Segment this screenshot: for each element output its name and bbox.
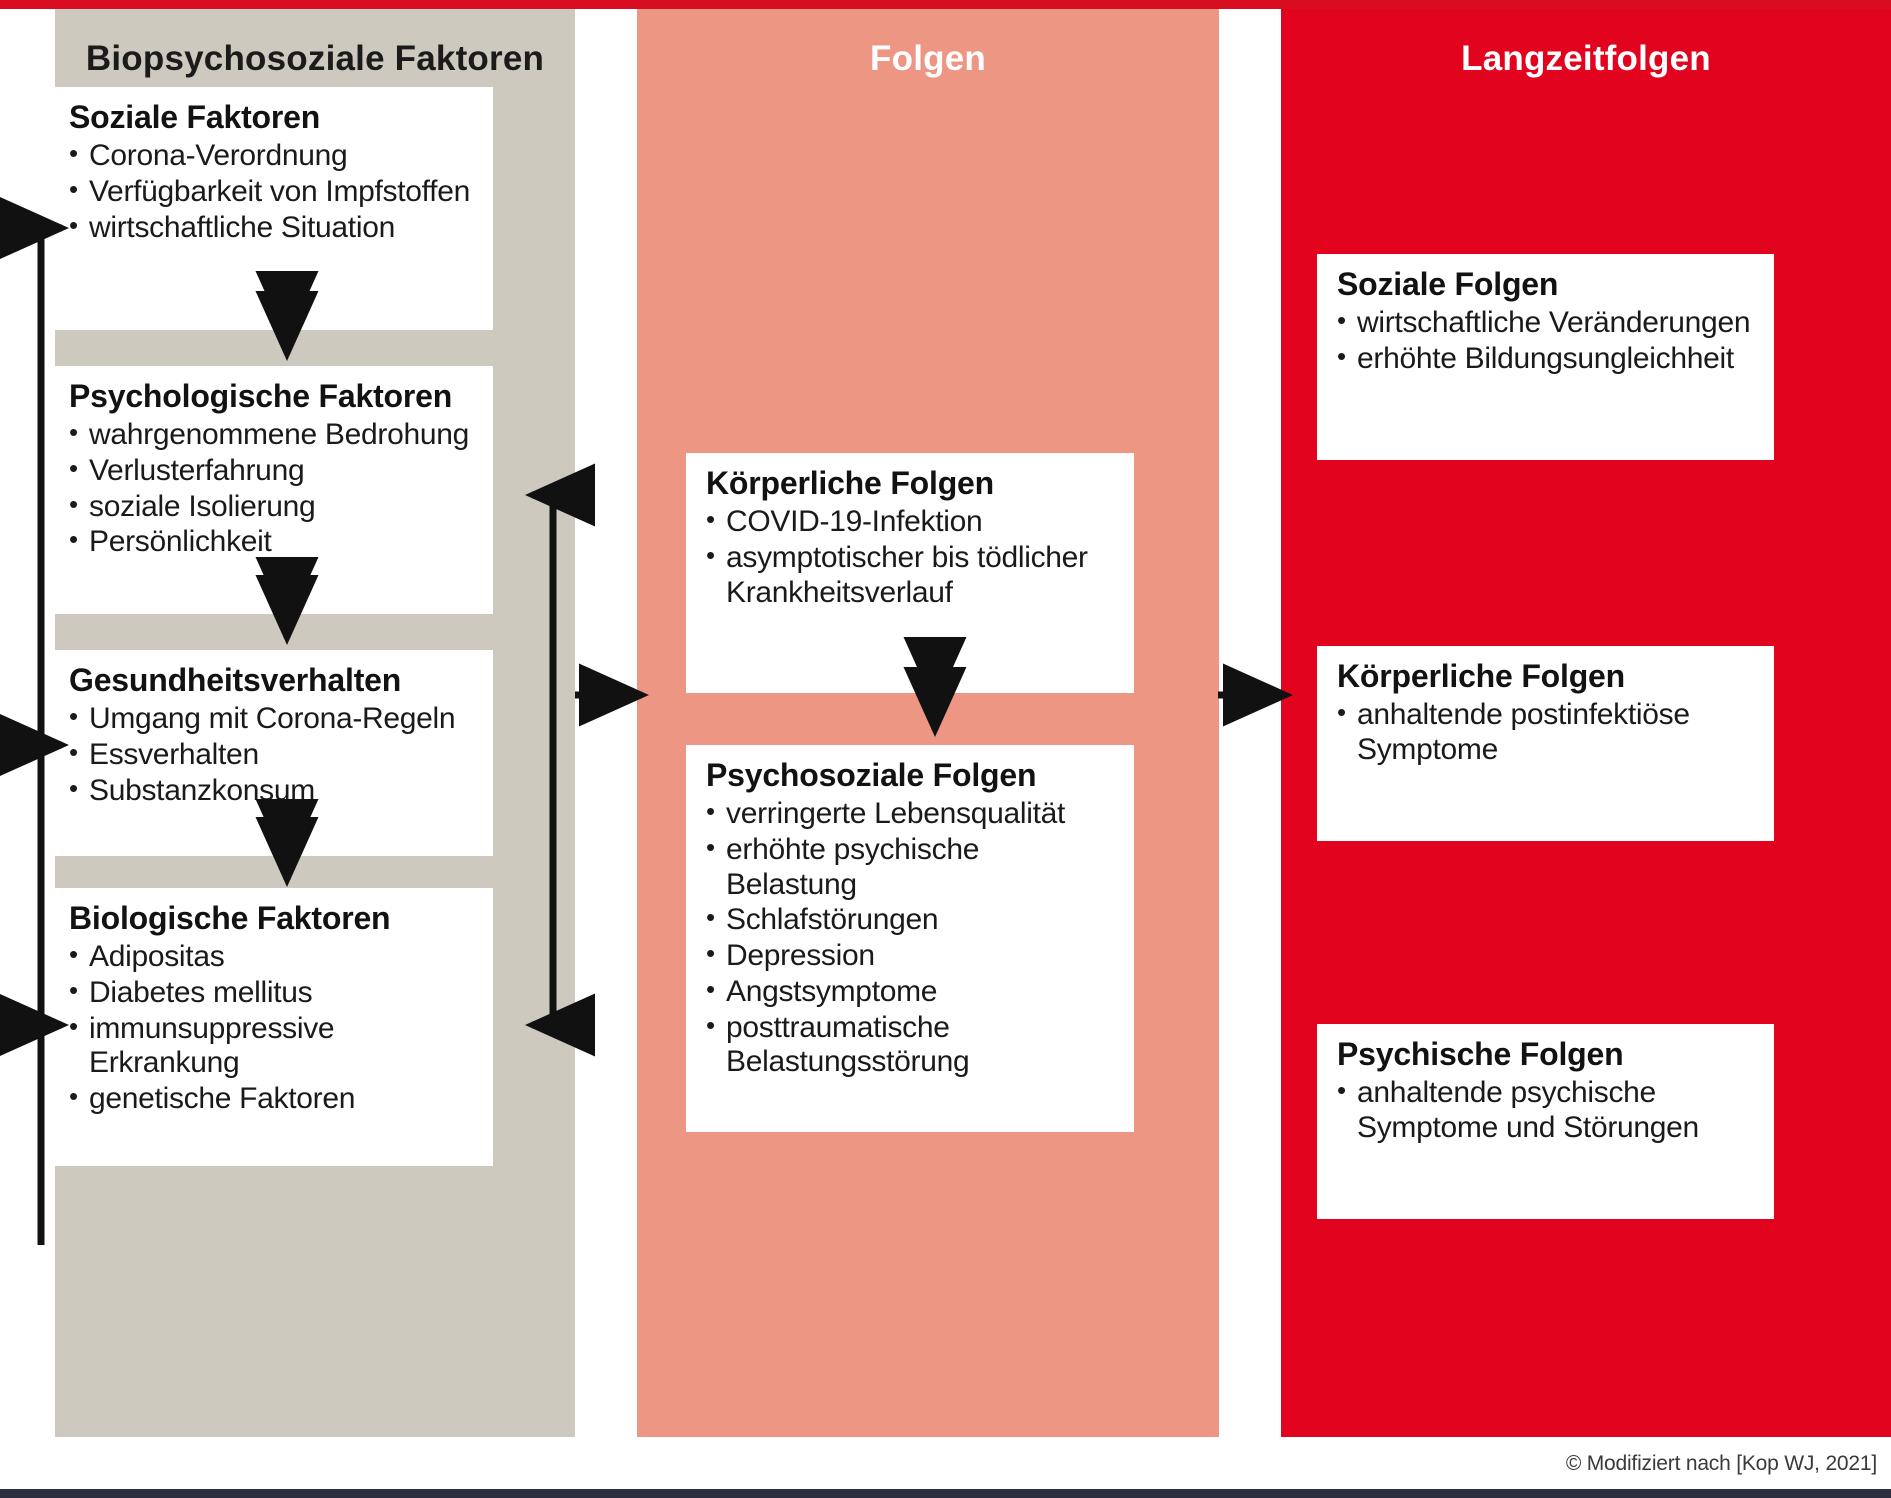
card-list: Corona-Verordnung Verfügbarkeit von Impf… [69,138,473,246]
card-list: wirtschaftliche Veränderungen erhöhte Bi… [1337,305,1754,377]
list-item: wahrgenommene Bedrohung [69,417,473,453]
column-title-biopsychosocial-factors: Biopsychosoziale Faktoren [85,39,545,78]
list-item: Diabetes mellitus [69,975,473,1011]
card-heading: Körperliche Folgen [706,465,994,501]
list-item: Schlafstörungen [706,902,1114,938]
card-list: anhaltende psychische Symptome und Störu… [1337,1075,1754,1146]
column-biopsychosocial-factors: Biopsychosoziale Faktoren Soziale Faktor… [49,9,575,1437]
card-heading: Gesundheitsverhalten [69,662,402,698]
card-soziale-faktoren: Soziale Faktoren Corona-Verordnung Verfü… [49,87,493,330]
card-list: Adipositas Diabetes mellitus immunsuppre… [69,939,473,1117]
list-item: erhöhte psychische Belastung [706,832,1114,903]
card-heading: Biologische Faktoren [69,900,391,936]
top-rule [0,0,1891,9]
card-biologische-faktoren: Biologische Faktoren Adipositas Diabetes… [49,888,493,1166]
card-psychosoziale-folgen: Psychosoziale Folgen verringerte Lebensq… [686,745,1134,1132]
list-item: Depression [706,938,1114,974]
list-item: verringerte Lebensqualität [706,796,1114,832]
card-heading: Soziale Faktoren [69,99,321,135]
source-caption: © Modifiziert nach [Kop WJ, 2021] [1565,1452,1877,1475]
card-gesundheitsverhalten: Gesundheitsverhalten Umgang mit Corona-R… [49,650,493,856]
list-item: Angstsymptome [706,974,1114,1010]
column-consequences: Folgen Körperliche Folgen COVID-19-Infek… [637,9,1219,1437]
list-item: genetische Faktoren [69,1081,473,1117]
list-item: COVID-19-Infektion [706,504,1114,540]
list-item: anhaltende psychische Symptome und Störu… [1337,1075,1754,1146]
card-heading: Soziale Folgen [1337,266,1559,302]
list-item: wirtschaftliche Situation [69,210,473,246]
column-title-long-term-consequences: Langzeitfolgen [1461,39,1711,78]
list-item: Verlusterfahrung [69,453,473,489]
list-item: Umgang mit Corona-Regeln [69,701,473,737]
card-heading: Psychosoziale Folgen [706,757,1037,793]
card-heading: Psychologische Faktoren [69,378,453,414]
list-item: erhöhte Bildungsungleichheit [1337,341,1754,377]
list-item: Verfügbarkeit von Impfstoffen [69,174,473,210]
list-item: Adipositas [69,939,473,975]
list-item: wirtschaftliche Veränderungen [1337,305,1754,341]
list-item: posttraumatische Belastungsstörung [706,1010,1114,1081]
column-title-consequences: Folgen [870,39,986,78]
card-koerperliche-folgen: Körperliche Folgen COVID-19-Infektion as… [686,453,1134,693]
list-item: anhaltende postinfektiöse Symptome [1337,697,1754,768]
card-list: verringerte Lebensqualität erhöhte psych… [706,796,1114,1081]
card-heading: Körperliche Folgen [1337,658,1625,694]
card-psychische-folgen-lang: Psychische Folgen anhaltende psychische … [1317,1024,1774,1219]
list-item: Substanzkonsum [69,773,473,809]
list-item: immunsuppressive Erkrankung [69,1011,473,1082]
list-item: asymptotischer bis tödlicher Krankheitsv… [706,540,1114,611]
bottom-rule [0,1489,1891,1498]
card-list: COVID-19-Infektion asymptotischer bis tö… [706,504,1114,611]
card-koerperliche-folgen-lang: Körperliche Folgen anhaltende postinfekt… [1317,646,1774,841]
list-item: Corona-Verordnung [69,138,473,174]
card-heading: Psychische Folgen [1337,1036,1624,1072]
list-item: Persönlichkeit [69,524,473,560]
column-long-term-consequences: Langzeitfolgen Soziale Folgen wirtschaft… [1281,9,1891,1437]
list-item: soziale Isolierung [69,489,473,525]
card-soziale-folgen-lang: Soziale Folgen wirtschaftliche Veränderu… [1317,254,1774,460]
card-list: Umgang mit Corona-Regeln Essverhalten Su… [69,701,473,809]
card-list: anhaltende postinfektiöse Symptome [1337,697,1754,768]
list-item: Essverhalten [69,737,473,773]
card-list: wahrgenommene Bedrohung Verlusterfahrung… [69,417,473,560]
card-psychologische-faktoren: Psychologische Faktoren wahrgenommene Be… [49,366,493,614]
